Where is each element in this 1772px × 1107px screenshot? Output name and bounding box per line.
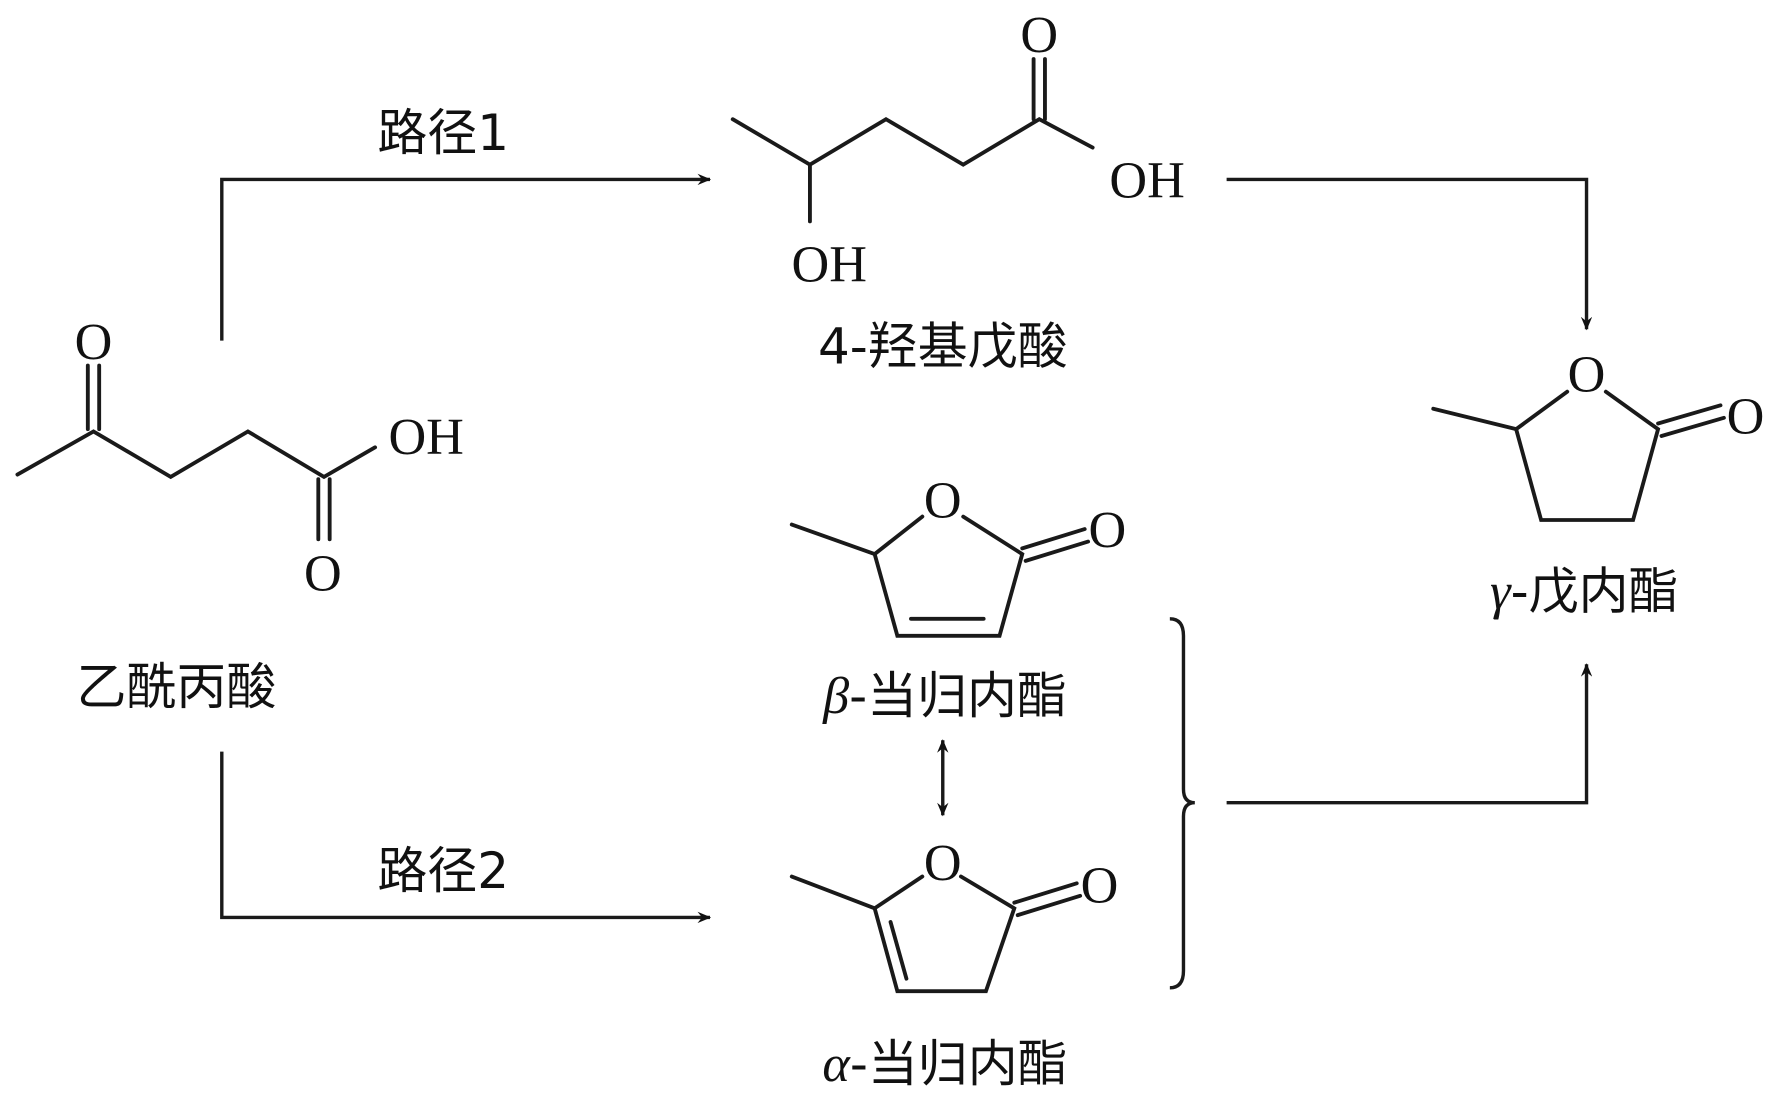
arrow-to-gvl-bottom [1226,663,1593,805]
atom-oh: OH [388,408,463,466]
levulinic-acid-label: 乙酰丙酸 [77,658,277,716]
alpha-angelica-lactone-label: α-当归内酯 [822,1035,1067,1093]
levulinic-acid-structure: O OH O [15,313,464,602]
beta-angelica-lactone-label: β-当归内酯 [822,667,1067,725]
atom-oh: OH [1109,152,1184,210]
route1-arrow [220,173,712,341]
atom-o: O [924,834,962,892]
beta-angelica-lactone-structure: O O [789,472,1127,638]
gamma-valerolactone-label: γ-戊内酯 [1490,563,1678,621]
atom-o: O [1568,346,1606,404]
atom-oh: OH [792,236,867,294]
route1-label: 路径1 [377,104,509,162]
hydroxy-pentanoic-acid-structure: O OH OH [730,6,1185,294]
hydroxy-pentanoic-acid-label: 4-羟基戊酸 [818,317,1068,375]
alpha-angelica-lactone-structure: O O [789,834,1119,994]
grouping-brace [1169,617,1195,990]
arrow-to-gvl-top [1226,177,1593,331]
atom-o: O [1089,501,1127,559]
atom-o: O [924,472,962,530]
atom-o: O [304,544,342,602]
atom-o: O [1081,857,1119,915]
atom-o: O [75,313,113,371]
atom-o: O [1020,6,1058,64]
route2-arrow [220,751,712,924]
atom-o: O [1727,388,1765,446]
gamma-valerolactone-structure: O O [1431,346,1765,522]
route2-label: 路径2 [377,842,509,900]
